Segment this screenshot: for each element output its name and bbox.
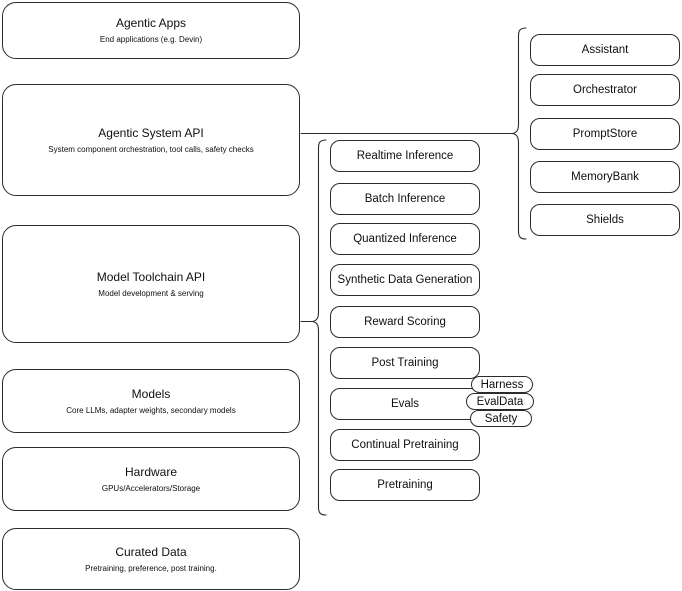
layer-box-agentic-apps[interactable]: Agentic Apps End applications (e.g. Devi… [2, 2, 300, 59]
toolchain-item-label: Post Training [371, 357, 439, 369]
toolchain-item-label: Quantized Inference [353, 233, 457, 245]
layer-box-models[interactable]: Models Core LLMs, adapter weights, secon… [2, 369, 300, 433]
layer-title: Models [131, 386, 171, 401]
agentic-item-label: Assistant [581, 44, 629, 56]
toolchain-item-continual-pretraining[interactable]: Continual Pretraining [330, 429, 480, 461]
toolchain-item-quantized-inference[interactable]: Quantized Inference [330, 223, 480, 255]
layer-subtitle: System component orchestration, tool cal… [48, 144, 254, 154]
agentic-item-label: MemoryBank [571, 171, 639, 183]
layer-title: Model Toolchain API [96, 269, 206, 284]
evals-pill-harness[interactable]: Harness [471, 376, 533, 393]
layer-title: Agentic Apps [115, 16, 187, 30]
layer-box-model-toolchain-api[interactable]: Model Toolchain API Model development & … [2, 225, 300, 343]
toolchain-item-label: Evals [390, 398, 420, 410]
layer-title: Hardware [124, 464, 178, 479]
brace-agentic-components [511, 27, 527, 240]
toolchain-item-label: Realtime Inference [356, 150, 454, 162]
evals-pill-label: Safety [484, 412, 518, 425]
toolchain-item-batch-inference[interactable]: Batch Inference [330, 183, 480, 215]
toolchain-item-label: Pretraining [377, 479, 433, 491]
layer-subtitle: Core LLMs, adapter weights, secondary mo… [66, 405, 236, 415]
layer-title: Agentic System API [98, 125, 204, 140]
toolchain-item-post-training[interactable]: Post Training [330, 347, 480, 379]
agentic-item-label: Shields [586, 214, 624, 226]
toolchain-item-evals[interactable]: Evals [330, 388, 480, 420]
toolchain-item-label: Batch Inference [364, 193, 446, 205]
evals-pill-evaldata[interactable]: EvalData [466, 393, 534, 410]
layer-subtitle: End applications (e.g. Devin) [99, 35, 203, 44]
toolchain-item-label: Reward Scoring [364, 316, 446, 328]
toolchain-item-pretraining[interactable]: Pretraining [330, 469, 480, 501]
evals-pill-safety[interactable]: Safety [470, 410, 532, 427]
layer-box-hardware[interactable]: Hardware GPUs/Accelerators/Storage [2, 447, 300, 511]
agentic-item-orchestrator[interactable]: Orchestrator [530, 74, 680, 106]
agentic-item-memorybank[interactable]: MemoryBank [530, 161, 680, 193]
layer-subtitle: Pretraining, preference, post training. [85, 563, 217, 573]
layer-subtitle: Model development & serving [98, 288, 204, 298]
layer-box-curated-data[interactable]: Curated Data Pretraining, preference, po… [2, 528, 300, 590]
toolchain-item-synthetic-data-generation[interactable]: Synthetic Data Generation [330, 264, 480, 296]
toolchain-item-label: Continual Pretraining [351, 439, 459, 451]
toolchain-item-reward-scoring[interactable]: Reward Scoring [330, 306, 480, 338]
evals-pill-label: Harness [480, 378, 524, 391]
agentic-item-assistant[interactable]: Assistant [530, 34, 680, 66]
layer-box-agentic-system-api[interactable]: Agentic System API System component orch… [2, 84, 300, 196]
layer-subtitle: GPUs/Accelerators/Storage [101, 483, 201, 493]
agentic-item-shields[interactable]: Shields [530, 204, 680, 236]
brace-toolchain-components [311, 139, 327, 516]
agentic-item-promptstore[interactable]: PromptStore [530, 118, 680, 150]
toolchain-item-label: Synthetic Data Generation [337, 274, 473, 286]
agentic-item-label: Orchestrator [573, 84, 637, 96]
evals-pill-label: EvalData [476, 395, 524, 408]
layer-title: Curated Data [115, 544, 187, 559]
toolchain-item-realtime-inference[interactable]: Realtime Inference [330, 140, 480, 172]
agentic-item-label: PromptStore [572, 128, 638, 140]
